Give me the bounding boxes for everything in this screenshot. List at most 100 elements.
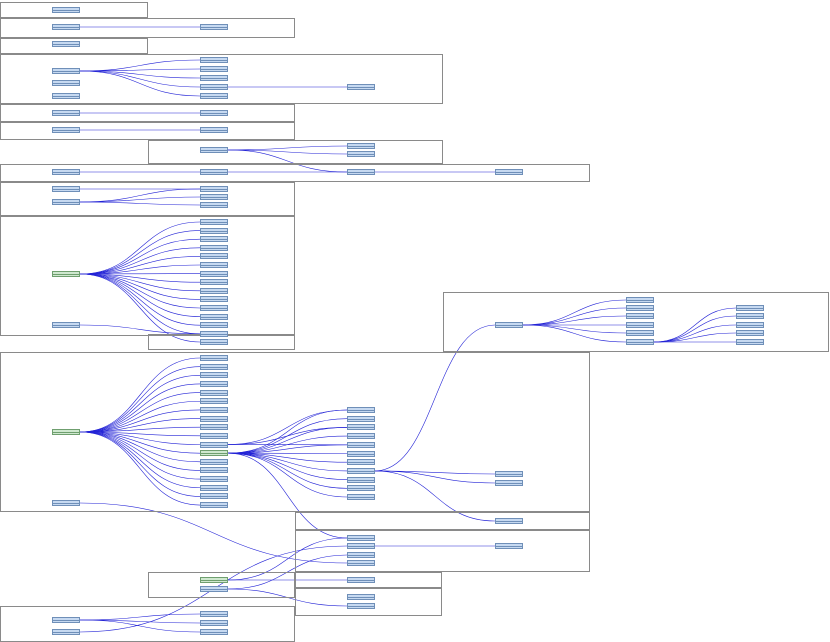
diagram-node[interactable] — [200, 502, 228, 509]
diagram-node[interactable] — [52, 186, 80, 192]
diagram-node[interactable] — [495, 169, 523, 175]
diagram-node[interactable] — [626, 313, 654, 319]
diagram-node[interactable] — [52, 7, 80, 13]
diagram-node[interactable] — [200, 424, 228, 431]
diagram-node[interactable] — [200, 270, 228, 277]
diagram-node[interactable] — [52, 271, 80, 277]
diagram-node[interactable] — [495, 518, 523, 524]
diagram-node[interactable] — [200, 458, 228, 465]
diagram-node[interactable] — [626, 322, 654, 328]
diagram-node[interactable] — [200, 262, 228, 268]
diagram-node[interactable] — [52, 199, 80, 205]
diagram-node[interactable] — [200, 253, 228, 260]
diagram-node[interactable] — [200, 127, 228, 133]
diagram-node[interactable] — [626, 305, 654, 311]
diagram-node[interactable] — [200, 611, 228, 617]
diagram-node[interactable] — [52, 80, 80, 86]
diagram-node[interactable] — [200, 236, 228, 243]
diagram-node[interactable] — [52, 127, 80, 133]
diagram-node[interactable] — [736, 313, 764, 319]
diagram-node[interactable] — [200, 75, 228, 81]
diagram-node[interactable] — [200, 450, 228, 457]
diagram-node[interactable] — [200, 24, 228, 30]
diagram-node[interactable] — [200, 577, 228, 583]
diagram-node[interactable] — [200, 620, 228, 626]
diagram-node[interactable] — [200, 484, 228, 491]
diagram-node[interactable] — [200, 629, 228, 635]
diagram-node[interactable] — [200, 493, 228, 500]
diagram-node[interactable] — [200, 305, 228, 311]
diagram-node[interactable] — [200, 57, 228, 63]
diagram-node[interactable] — [626, 330, 654, 336]
diagram-node[interactable] — [347, 552, 375, 558]
diagram-node[interactable] — [200, 186, 228, 192]
diagram-node[interactable] — [626, 339, 654, 345]
diagram-node[interactable] — [200, 363, 228, 370]
diagram-node[interactable] — [347, 441, 375, 448]
diagram-node[interactable] — [347, 450, 375, 457]
diagram-node[interactable] — [200, 194, 228, 200]
diagram-node[interactable] — [626, 297, 654, 303]
diagram-node[interactable] — [200, 467, 228, 474]
diagram-node[interactable] — [200, 296, 228, 303]
diagram-node[interactable] — [52, 429, 80, 435]
diagram-node[interactable] — [52, 617, 80, 623]
diagram-node[interactable] — [200, 279, 228, 286]
diagram-node[interactable] — [347, 169, 375, 175]
diagram-node[interactable] — [52, 68, 80, 74]
diagram-node[interactable] — [347, 459, 375, 466]
diagram-node[interactable] — [200, 147, 228, 153]
diagram-node[interactable] — [347, 467, 375, 474]
diagram-node[interactable] — [200, 169, 228, 175]
diagram-node[interactable] — [347, 485, 375, 492]
diagram-node[interactable] — [52, 629, 80, 635]
diagram-node[interactable] — [200, 287, 228, 294]
diagram-node[interactable] — [200, 406, 228, 413]
diagram-node[interactable] — [495, 543, 523, 549]
diagram-node[interactable] — [347, 424, 375, 431]
diagram-node[interactable] — [200, 330, 228, 337]
diagram-node[interactable] — [200, 84, 228, 90]
diagram-node[interactable] — [347, 151, 375, 157]
diagram-node[interactable] — [347, 494, 375, 500]
diagram-node[interactable] — [200, 415, 228, 422]
diagram-node[interactable] — [200, 389, 228, 396]
diagram-node[interactable] — [52, 322, 80, 328]
diagram-node[interactable] — [347, 407, 375, 413]
diagram-node[interactable] — [52, 93, 80, 99]
diagram-node[interactable] — [347, 476, 375, 483]
diagram-node[interactable] — [52, 110, 80, 116]
diagram-node[interactable] — [52, 500, 80, 506]
diagram-node[interactable] — [200, 313, 228, 320]
diagram-node[interactable] — [347, 84, 375, 90]
diagram-node[interactable] — [200, 432, 228, 439]
diagram-node[interactable] — [200, 441, 228, 448]
diagram-node[interactable] — [347, 560, 375, 566]
diagram-node[interactable] — [200, 244, 228, 251]
diagram-node[interactable] — [347, 415, 375, 422]
diagram-node[interactable] — [200, 355, 228, 361]
diagram-node[interactable] — [52, 41, 80, 47]
diagram-node[interactable] — [52, 169, 80, 175]
diagram-node[interactable] — [347, 577, 375, 583]
diagram-node[interactable] — [200, 372, 228, 379]
diagram-node[interactable] — [200, 476, 228, 483]
diagram-node[interactable] — [347, 143, 375, 149]
diagram-node[interactable] — [200, 339, 228, 345]
diagram-node[interactable] — [200, 219, 228, 225]
diagram-node[interactable] — [200, 380, 228, 387]
diagram-node[interactable] — [347, 594, 375, 600]
diagram-node[interactable] — [347, 535, 375, 541]
diagram-node[interactable] — [347, 433, 375, 440]
diagram-node[interactable] — [347, 543, 375, 549]
diagram-node[interactable] — [200, 66, 228, 72]
diagram-node[interactable] — [200, 398, 228, 405]
diagram-node[interactable] — [736, 339, 764, 345]
diagram-node[interactable] — [200, 227, 228, 234]
diagram-node[interactable] — [495, 480, 523, 486]
diagram-node[interactable] — [736, 330, 764, 336]
diagram-node[interactable] — [495, 471, 523, 477]
diagram-node[interactable] — [200, 202, 228, 208]
diagram-node[interactable] — [200, 110, 228, 116]
diagram-node[interactable] — [736, 305, 764, 311]
